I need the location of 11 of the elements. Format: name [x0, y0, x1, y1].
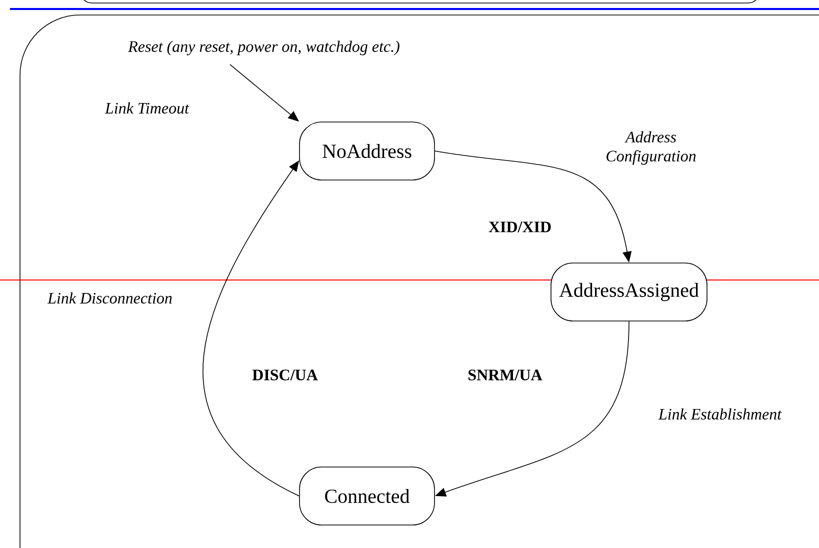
edge-label: XID/XID — [488, 222, 551, 232]
annotation-text: Link Establishment — [658, 408, 782, 420]
state-box: Connected — [299, 466, 435, 526]
annotation-text: Address Configuration — [606, 131, 696, 165]
state-box: AddressAssigned — [550, 262, 708, 322]
edge-label: DISC/UA — [252, 370, 318, 380]
state-box: NoAddress — [299, 122, 435, 180]
edge-label: SNRM/UA — [468, 370, 542, 380]
annotation-text: Link Timeout — [104, 102, 190, 114]
annotation-text: Link Disconnection — [47, 292, 172, 304]
annotation-text: Reset (any reset, power on, watchdog etc.) — [128, 40, 400, 56]
